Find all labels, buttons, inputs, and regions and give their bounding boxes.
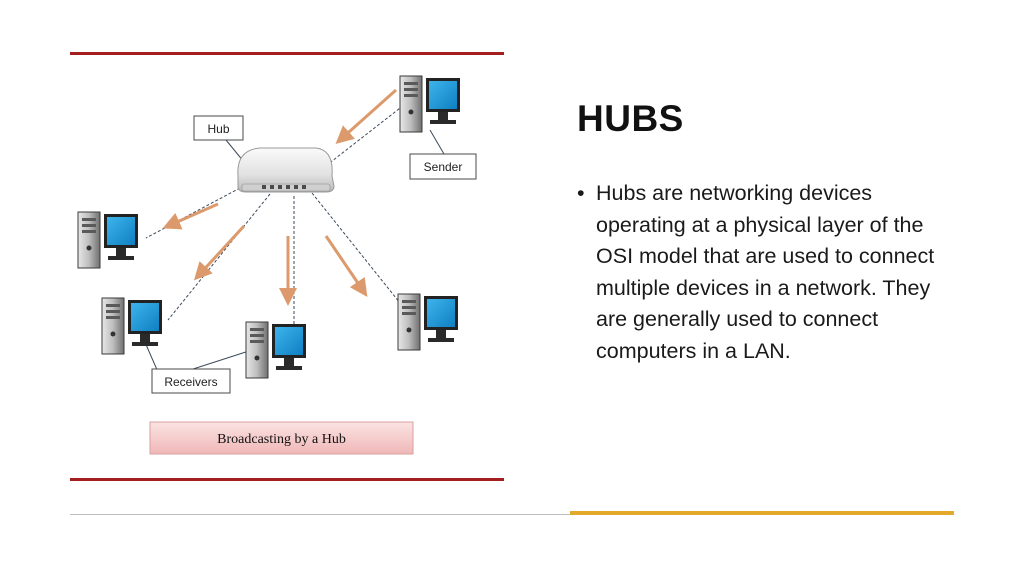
arrow-to-left — [162, 202, 219, 230]
sender-label-text: Sender — [424, 160, 463, 174]
slide-body-list: • Hubs are networking devices operating … — [577, 178, 957, 367]
diagram-caption: Broadcasting by a Hub — [149, 421, 414, 455]
receiver-computer-right-icon — [397, 293, 458, 351]
diagram-caption-text: Broadcasting by a Hub — [217, 432, 346, 447]
receivers-label-connector — [189, 349, 253, 371]
slide-body-text: Hubs are networking devices operating at… — [596, 181, 935, 363]
link-sender — [317, 104, 405, 173]
footer-divider-line — [70, 514, 570, 515]
slide-title: HUBS — [577, 98, 684, 139]
receiver-computer-left-icon — [77, 211, 138, 269]
link-receiver-lowleft — [167, 193, 271, 321]
link-receiver-left — [145, 187, 241, 239]
broadcast-arrows — [162, 88, 397, 306]
receiver-computer-lowleft-icon — [101, 297, 162, 355]
sender-computer-icon — [399, 75, 460, 133]
footer-accent-bar — [570, 511, 954, 515]
hub-label: Hub — [193, 115, 244, 141]
receivers-label: Receivers — [151, 368, 231, 394]
hub-device-icon — [237, 147, 335, 193]
arrow-to-right — [324, 235, 368, 297]
sender-label-connector — [429, 129, 445, 155]
sender-label: Sender — [409, 153, 477, 180]
connection-lines — [145, 104, 405, 328]
bullet-marker: • — [577, 181, 585, 205]
slide-body-item: • Hubs are networking devices operating … — [577, 178, 957, 367]
hub-label-text: Hub — [207, 122, 229, 136]
frame-top-line — [70, 52, 504, 55]
receivers-label-text: Receivers — [164, 375, 217, 389]
arrow-to-lowleft — [193, 224, 246, 281]
frame-bottom-line — [70, 478, 504, 481]
link-receiver-right — [311, 192, 405, 309]
arrow-sender-to-hub — [335, 88, 397, 144]
receiver-computer-bottom-icon — [245, 321, 306, 379]
